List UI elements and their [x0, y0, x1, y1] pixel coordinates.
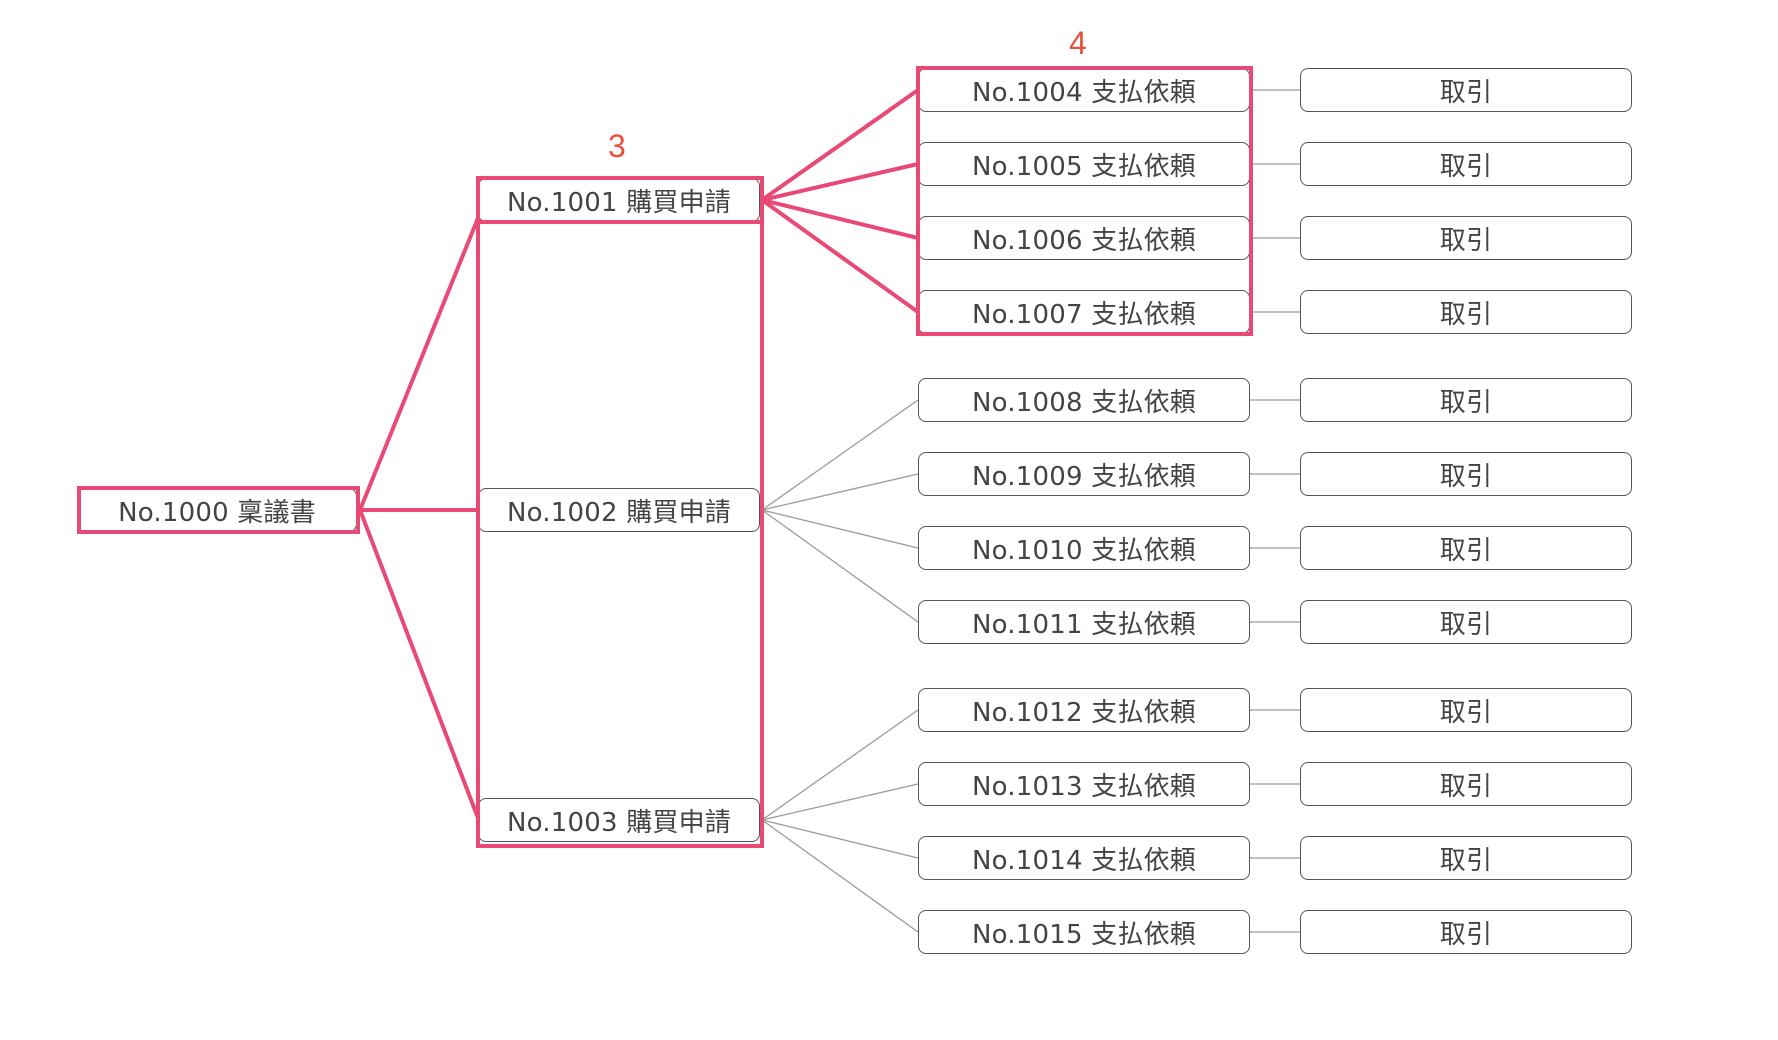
edge-purchase-to-payment: [761, 399, 919, 511]
payment-request-node[interactable]: No.1007 支払依頼: [918, 290, 1250, 334]
transaction-node[interactable]: 取引: [1300, 762, 1632, 806]
payment-request-node[interactable]: No.1012 支払依頼: [918, 688, 1250, 732]
payment-request-node[interactable]: No.1008 支払依頼: [918, 378, 1250, 422]
edge-purchase-to-payment: [761, 819, 919, 859]
edge-purchase-to-payment: [761, 473, 919, 511]
purchase-request-node[interactable]: No.1001 購買申請: [478, 178, 760, 222]
highlight-payment-group-1: [916, 66, 1253, 336]
edge-purchase-to-payment: [760, 198, 920, 314]
transaction-node[interactable]: 取引: [1300, 142, 1632, 186]
transaction-node[interactable]: 取引: [1300, 378, 1632, 422]
transaction-node[interactable]: 取引: [1300, 600, 1632, 644]
edge-purchase-to-payment: [761, 509, 919, 623]
edge-purchase-to-payment: [761, 783, 919, 821]
payment-request-node[interactable]: No.1014 支払依頼: [918, 836, 1250, 880]
edge-purchase-to-payment: [761, 509, 919, 549]
edge-purchase-to-payment: [760, 198, 920, 240]
purchase-request-node[interactable]: No.1003 購買申請: [478, 798, 760, 842]
edge-purchase-to-payment: [761, 709, 919, 821]
payment-request-node[interactable]: No.1015 支払依頼: [918, 910, 1250, 954]
transaction-node[interactable]: 取引: [1300, 290, 1632, 334]
callout-level-4: 4: [1069, 25, 1087, 61]
transaction-node[interactable]: 取引: [1300, 910, 1632, 954]
highlight-root: [77, 486, 360, 534]
transaction-node[interactable]: 取引: [1300, 526, 1632, 570]
payment-request-node[interactable]: No.1013 支払依頼: [918, 762, 1250, 806]
transaction-node[interactable]: 取引: [1300, 452, 1632, 496]
edge-root-to-purchase-request: [358, 216, 480, 512]
edge-purchase-to-payment: [760, 88, 920, 202]
payment-request-node[interactable]: No.1009 支払依頼: [918, 452, 1250, 496]
payment-request-node[interactable]: No.1005 支払依頼: [918, 142, 1250, 186]
transaction-node[interactable]: 取引: [1300, 216, 1632, 260]
edge-purchase-to-payment: [760, 162, 920, 202]
payment-request-node[interactable]: No.1011 支払依頼: [918, 600, 1250, 644]
transaction-node[interactable]: 取引: [1300, 836, 1632, 880]
highlight-purchase-request-column: [476, 176, 764, 848]
callout-level-3: 3: [608, 128, 626, 164]
edge-root-to-purchase-request: [358, 508, 480, 820]
payment-request-node[interactable]: No.1004 支払依頼: [918, 68, 1250, 112]
transaction-node[interactable]: 取引: [1300, 688, 1632, 732]
payment-request-node[interactable]: No.1010 支払依頼: [918, 526, 1250, 570]
purchase-request-node[interactable]: No.1002 購買申請: [478, 488, 760, 532]
edge-purchase-to-payment: [761, 819, 919, 933]
transaction-node[interactable]: 取引: [1300, 68, 1632, 112]
